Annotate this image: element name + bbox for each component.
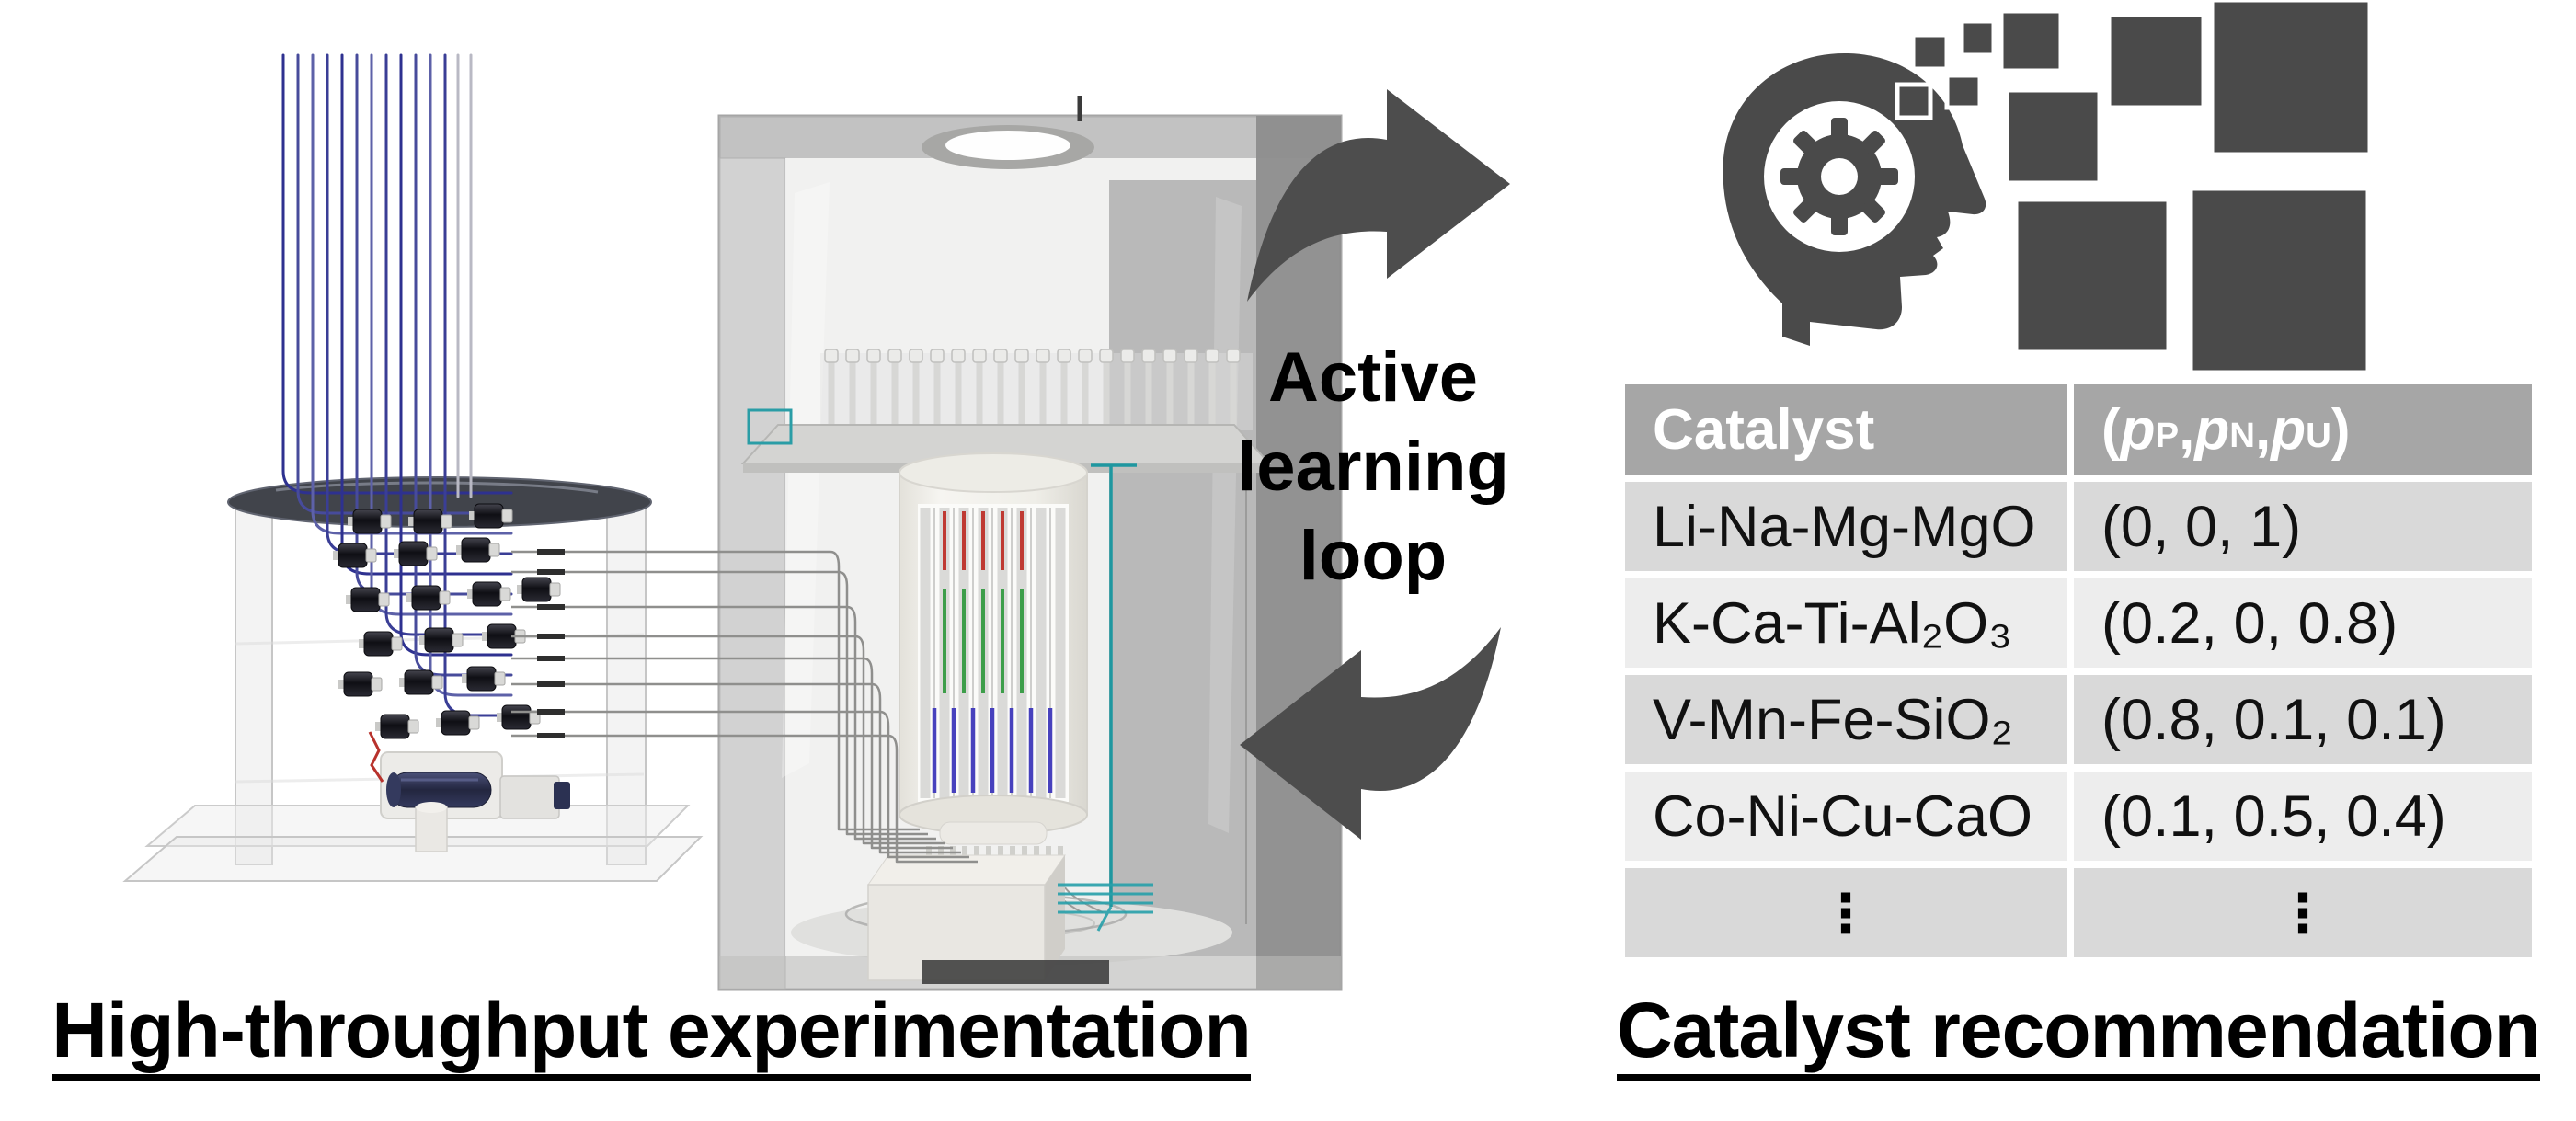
machine-learning-head-gear-icon <box>1723 0 2373 375</box>
table-row-ellipsis: ⋮ <box>2074 868 2532 957</box>
pixel-squares-icon <box>1895 0 2373 375</box>
gear-icon <box>1780 118 1898 235</box>
table-row-probabilities: (0.2, 0, 0.8) <box>2074 578 2532 668</box>
transfer-tubes <box>511 550 978 864</box>
table-row-probabilities: (0.8, 0.1, 0.1) <box>2074 675 2532 764</box>
active-learning-loop-label: Active learning loop <box>1152 333 1594 601</box>
loop-label-line3: loop <box>1299 517 1448 595</box>
right-caption: Catalyst recommendation <box>1568 989 2576 1081</box>
reactor-vessel <box>899 452 1088 870</box>
blue-feed-tubes <box>281 53 513 717</box>
left-caption-text: High-throughput experimentation <box>52 989 1252 1081</box>
table-header-catalyst: Catalyst <box>1625 384 2067 475</box>
table-row-ellipsis: ⋮ <box>1625 868 2067 957</box>
tube-couplings <box>537 549 565 738</box>
left-caption: High-throughput experimentation <box>0 989 1302 1081</box>
table-row-probabilities: (0.1, 0.5, 0.4) <box>2074 772 2532 861</box>
table-row-catalyst: Co-Ni-Cu-CaO <box>1625 772 2067 861</box>
right-caption-text: Catalyst recommendation <box>1617 989 2541 1081</box>
table-row-probabilities: (0, 0, 1) <box>2074 482 2532 571</box>
reactor-support-plate <box>740 408 1272 924</box>
table-row-catalyst: Li-Na-Mg-MgO <box>1625 482 2067 571</box>
reactor-green-tubes <box>943 589 1024 693</box>
teal-sensor-line <box>1058 463 1153 932</box>
loop-label-line2: learning <box>1237 428 1509 506</box>
high-throughput-apparatus-illustration <box>122 53 1343 991</box>
table-row-catalyst: V-Mn-Fe-SiO₂ <box>1625 675 2067 764</box>
vacuum-pump <box>368 731 570 852</box>
loop-arrow-right-icon <box>1247 89 1510 302</box>
loop-arrow-left-icon <box>1240 627 1501 840</box>
loop-label-line1: Active <box>1267 338 1479 417</box>
reactor-blue-tubes <box>932 708 1053 793</box>
table-row-catalyst: K-Ca-Ti-Al₂O₃ <box>1625 578 2067 668</box>
top-manifold-tubes <box>820 349 1253 430</box>
reactor-red-tubes <box>943 511 1024 570</box>
active-learning-loop-arrows <box>1240 89 1510 840</box>
